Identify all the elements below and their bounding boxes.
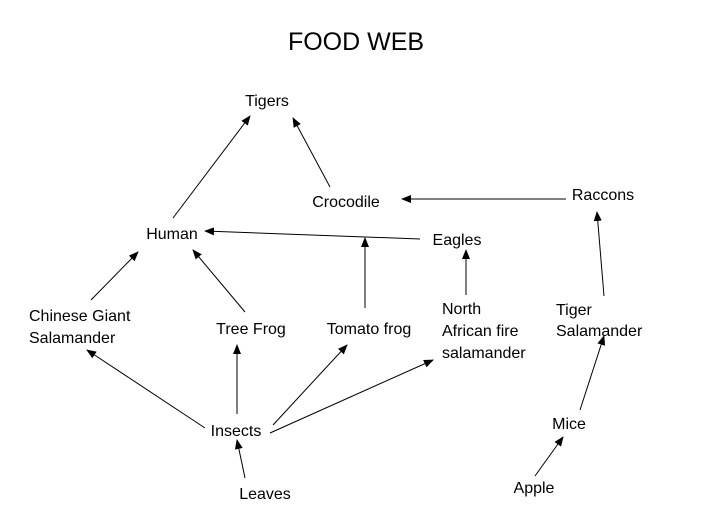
node-insects: Insects bbox=[211, 423, 262, 440]
node-chinese-giant-salamander-line2: Salamander bbox=[29, 330, 116, 347]
edge-leaves-to-insects bbox=[234, 439, 246, 479]
node-apple: Apple bbox=[514, 480, 555, 497]
edge-crocodile-to-tigers bbox=[292, 117, 331, 188]
edge-insects-to-chinese bbox=[86, 349, 206, 429]
diagram-title: FOOD WEB bbox=[288, 28, 424, 56]
edge-chinese-to-human bbox=[90, 251, 139, 301]
node-mice: Mice bbox=[552, 416, 586, 433]
node-leaves: Leaves bbox=[239, 486, 291, 503]
edge-human-to-tigers bbox=[172, 115, 251, 219]
node-tiger-salamander-line2: Salamander bbox=[556, 323, 643, 340]
edge-tree-frog-to-human bbox=[192, 249, 246, 313]
edge-eagles-to-human bbox=[204, 227, 421, 240]
edge-insects-to-tomato-frog bbox=[272, 344, 348, 426]
edge-insects-to-north-african bbox=[269, 359, 434, 434]
node-tomato-frog: Tomato frog bbox=[327, 321, 411, 338]
node-north-african-line1: North bbox=[442, 301, 481, 318]
edge-apple-to-mice bbox=[534, 436, 564, 477]
node-chinese-giant-salamander-line1: Chinese Giant bbox=[29, 308, 131, 325]
node-crocodile: Crocodile bbox=[312, 194, 380, 211]
edge-mice-to-tiger-salamander bbox=[579, 335, 606, 411]
node-raccons: Raccons bbox=[572, 187, 634, 204]
node-tree-frog: Tree Frog bbox=[216, 321, 286, 338]
edge-tiger-salamander-to-raccons bbox=[593, 211, 605, 297]
node-north-african-line3: salamander bbox=[442, 345, 526, 362]
node-eagles: Eagles bbox=[433, 232, 482, 249]
node-tiger-salamander-line1: Tiger bbox=[556, 302, 593, 319]
node-tigers: Tigers bbox=[245, 93, 289, 110]
node-north-african-line2: African fire bbox=[442, 323, 519, 340]
node-human: Human bbox=[146, 226, 198, 243]
